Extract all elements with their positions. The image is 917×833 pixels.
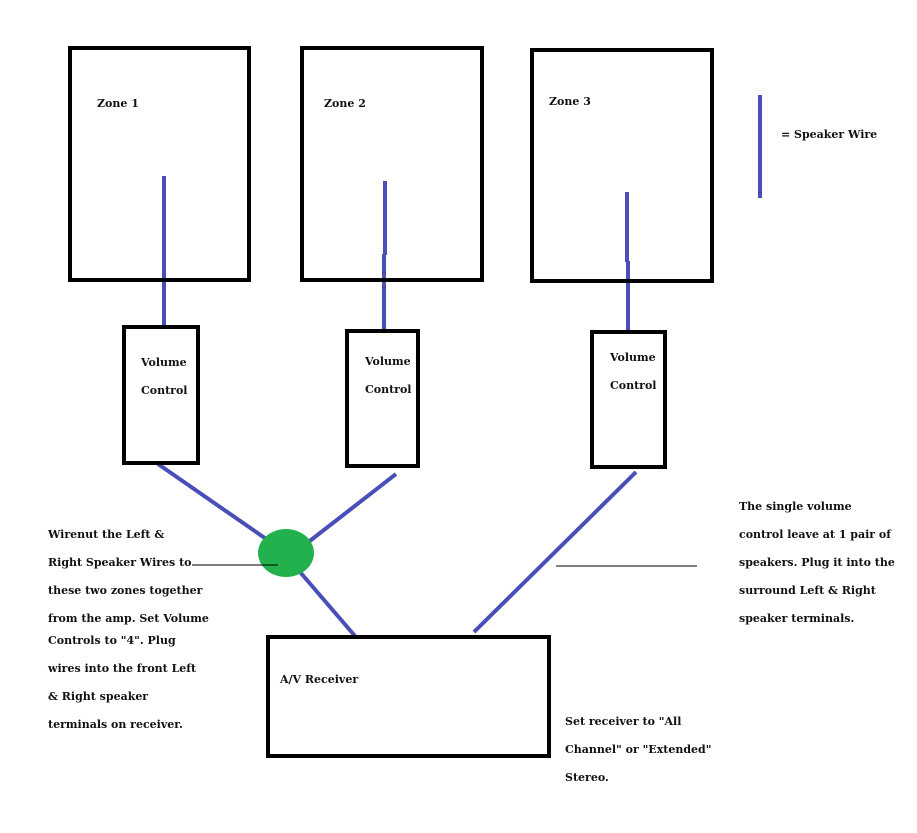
left-note-line: these two zones together [48, 584, 203, 597]
zone-2-box: Zone 2 [300, 46, 484, 282]
receiver-setting-line: Set receiver to "All [565, 715, 682, 728]
volume-control-2-line2: Control [365, 383, 412, 396]
volume-control-3-line1: Volume [610, 351, 656, 364]
volume-control-2-line1: Volume [365, 355, 411, 368]
wire-wirenut-to-receiver [298, 570, 357, 638]
wire-volume1-to-wirenut [156, 462, 274, 545]
right-note-line: The single volume [739, 500, 852, 513]
left-note-line: from the amp. Set Volume [48, 612, 209, 625]
right-note-line: speakers. Plug it into the [739, 556, 895, 569]
right-note-line: speaker terminals. [739, 612, 855, 625]
wirenut [258, 529, 314, 577]
left-note-line: wires into the front Left [48, 662, 197, 675]
zone-1-label: Zone 1 [97, 97, 139, 110]
wire-volume3-to-receiver [472, 470, 638, 634]
left-note-line: & Right speaker [48, 690, 149, 703]
volume-control-1-line1: Volume [141, 356, 187, 369]
right-note-line: surround Left & Right [739, 584, 876, 597]
left-note-line: Wirenut the Left & [48, 528, 165, 541]
volume-control-3: Volume Control [590, 330, 667, 469]
zone-1-box: Zone 1 [68, 46, 251, 282]
volume-control-3-line2: Control [610, 379, 657, 392]
volume-control-1-line2: Control [141, 384, 188, 397]
wire-volume2-to-wirenut [300, 472, 398, 549]
left-note-line: Right Speaker Wires to [48, 556, 192, 569]
zone-3-box: Zone 3 [530, 48, 714, 283]
volume-control-1: Volume Control [122, 325, 200, 465]
legend-label: = Speaker Wire [781, 128, 878, 141]
right-note-line: control leave at 1 pair of [739, 528, 891, 541]
receiver-setting-line: Stereo. [565, 771, 609, 784]
av-receiver-box: A/V Receiver [266, 635, 551, 758]
zone-2-label: Zone 2 [324, 97, 366, 110]
receiver-setting-line: Channel" or "Extended" [565, 743, 712, 756]
av-receiver-label: A/V Receiver [280, 673, 359, 686]
left-note-line: Controls to "4". Plug [48, 634, 176, 647]
zone-3-label: Zone 3 [549, 95, 591, 108]
volume-control-2: Volume Control [345, 329, 420, 468]
left-note-line: terminals on receiver. [48, 718, 183, 731]
